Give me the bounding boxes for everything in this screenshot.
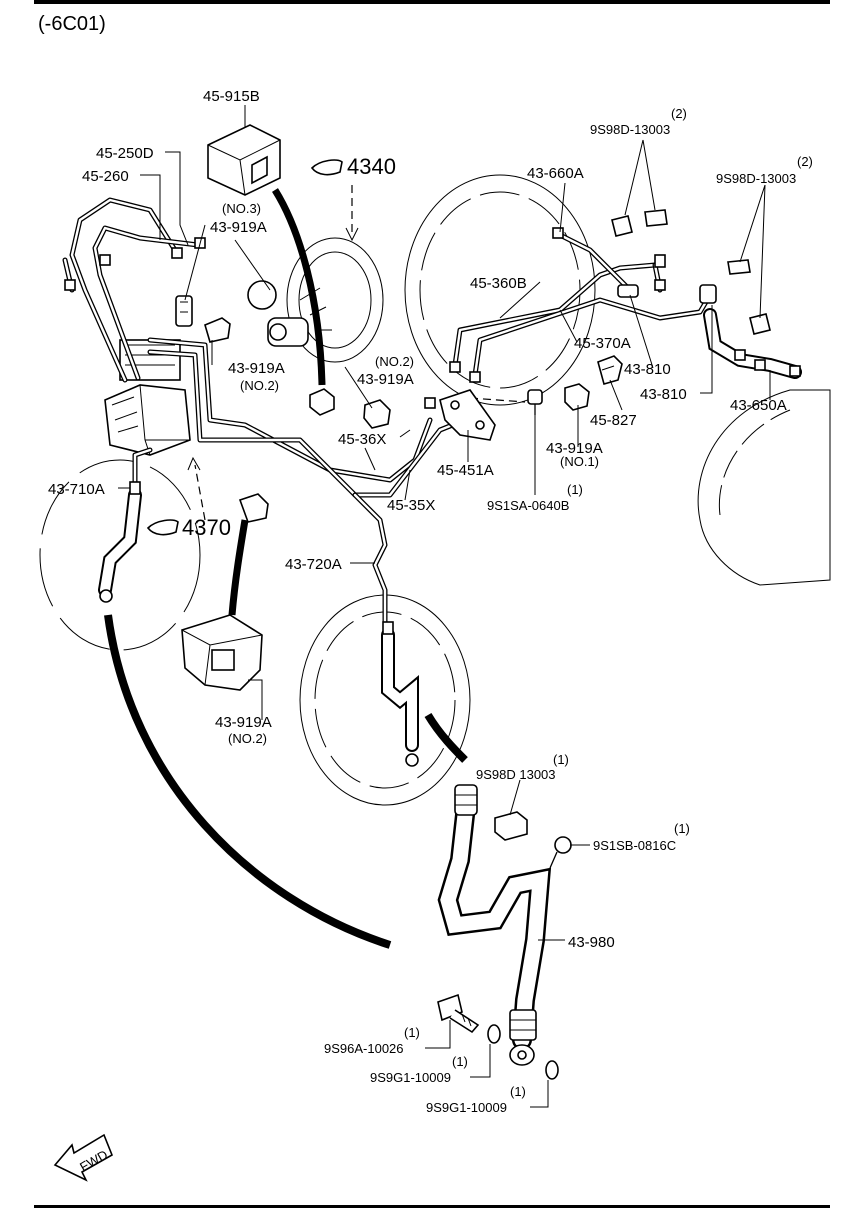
union-43-810-a	[617, 284, 639, 298]
label-43-919A-e: 43-919A	[215, 714, 272, 731]
hydraulic-unit	[104, 339, 191, 456]
label-q2-b: (2)	[797, 154, 813, 169]
leader-lines	[118, 105, 771, 1108]
label-45-35X: 45-35X	[387, 497, 435, 514]
curve-45-915B	[272, 188, 326, 386]
label-45-451A: 45-451A	[437, 462, 494, 479]
label-43-650A: 43-650A	[730, 397, 787, 414]
grommet-4340	[309, 388, 335, 416]
label-43-919A-c: 43-919A	[357, 371, 414, 388]
label-43-710A: 43-710A	[48, 481, 105, 498]
bolt-9S96A-10026	[437, 993, 480, 1034]
label-9S98D-13003-c: 9S98D 13003	[476, 767, 556, 782]
label-9S1SB-0816C: 9S1SB-0816C	[593, 838, 676, 853]
label-45-360B: 45-360B	[470, 275, 527, 292]
label-9S1SA-0640B: 9S1SA-0640B	[487, 498, 569, 513]
label-43-810-b: 43-810	[640, 386, 687, 403]
bottom-border	[34, 1205, 830, 1208]
label-no1: (NO.1)	[560, 454, 599, 469]
top-border	[34, 0, 830, 4]
label-45-250D: 45-250D	[96, 145, 154, 162]
dash-bolt	[469, 397, 526, 403]
arrow-4340	[345, 227, 359, 242]
ref-4340-icon	[310, 159, 343, 176]
ref-4370: 4370	[182, 515, 231, 540]
label-q1-b: (1)	[553, 752, 569, 767]
label-43-919A-d: 43-919A	[546, 440, 603, 457]
label-43-919A-b: 43-919A	[228, 360, 285, 377]
union-43-810-b	[699, 284, 717, 304]
label-45-915B: 45-915B	[203, 88, 260, 105]
front-left-wheel	[39, 459, 201, 651]
label-q1-a: (1)	[567, 482, 583, 497]
label-9S98D-13003-b: 9S98D-13003	[716, 171, 796, 186]
label-q1-f: (1)	[510, 1084, 526, 1099]
curve-4370-part	[228, 519, 249, 616]
clip-43-919A-no2-b	[363, 399, 391, 429]
header-code: (-6C01)	[38, 13, 106, 35]
label-9S98D-13003-a: 9S98D-13003	[590, 122, 670, 137]
relay-45-915B	[207, 124, 281, 196]
curve-front-left	[104, 614, 392, 949]
label-9S9G1-10009-a: 9S9G1-10009	[370, 1070, 451, 1085]
front-right-hose	[381, 628, 419, 767]
clip-9S98D-13003-c	[494, 811, 528, 841]
hose-43-980	[437, 784, 552, 1066]
ref-4340: 4340	[347, 154, 396, 179]
label-no2-b: (NO.2)	[240, 378, 279, 393]
rear-right-wheel	[697, 389, 831, 586]
bracket-45-451A	[439, 389, 496, 441]
clip-45-827	[597, 355, 623, 385]
clip-43-919A-no3	[175, 295, 193, 327]
bolt-9S1SB-0816C	[549, 836, 572, 869]
label-45-260: 45-260	[82, 168, 129, 185]
label-q1-d: (1)	[404, 1025, 420, 1040]
label-43-720A: 43-720A	[285, 556, 342, 573]
brake-pipes	[62, 197, 713, 628]
ref-4370-icon	[146, 519, 179, 536]
label-43-980: 43-980	[568, 934, 615, 951]
label-45-370A: 45-370A	[574, 335, 631, 352]
label-43-660A: 43-660A	[527, 165, 584, 182]
clip-43-919A-no2-a	[204, 317, 231, 343]
front-left-hose	[98, 488, 142, 603]
washer-9S9G1-10009-b	[545, 1060, 559, 1080]
label-no2-e: (NO.2)	[228, 731, 267, 746]
clip-9S98D-13003-a	[611, 209, 668, 237]
label-no2-c: (NO.2)	[375, 354, 414, 369]
clip-43-919A-no1	[564, 383, 590, 411]
label-45-36X: 45-36X	[338, 431, 386, 448]
curve-front-right	[424, 712, 468, 763]
label-q1-e: (1)	[452, 1054, 468, 1069]
fwd-arrow-icon: FWD	[53, 1133, 114, 1182]
dash-4370	[194, 464, 206, 521]
label-43-919A-a: 43-919A	[210, 219, 267, 236]
label-no3: (NO.3)	[222, 201, 261, 216]
label-q2-a: (2)	[671, 106, 687, 121]
clip-9S98D-13003-b	[727, 259, 771, 335]
clip-4370	[238, 493, 269, 523]
clip-43-919A-no2-large	[181, 614, 263, 691]
arrow-4370	[187, 456, 201, 471]
washer-9S9G1-10009-a	[487, 1024, 501, 1044]
label-45-827: 45-827	[590, 412, 637, 429]
brake-booster	[247, 237, 384, 363]
label-43-810-a: 43-810	[624, 361, 671, 378]
label-9S96A-10026: 9S96A-10026	[324, 1041, 404, 1056]
label-q1-c: (1)	[674, 821, 690, 836]
label-9S9G1-10009-b: 9S9G1-10009	[426, 1100, 507, 1115]
